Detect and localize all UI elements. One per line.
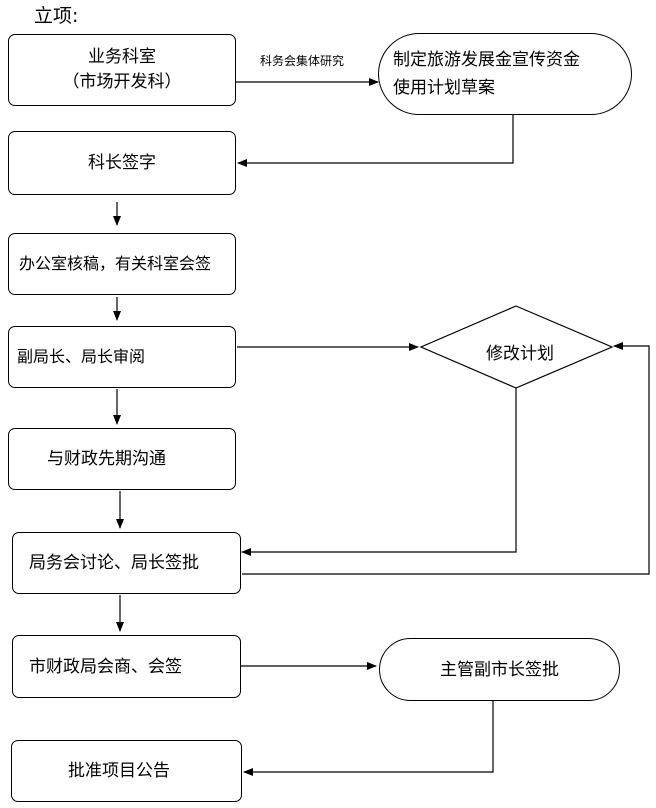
node-draft-plan: 制定旅游发展金宣传资金 使用计划草案 [378,33,632,115]
node-finance-prior: 与财政先期沟通 [8,428,236,490]
node-finance-prior-label: 与财政先期沟通 [47,449,166,469]
revise-plan-diamond [419,305,614,389]
arrow-meeting-to-revise [242,342,650,575]
node-business-dept: 业务科室 （市场开发科） [8,34,236,106]
edge-label-collective-study: 科务会集体研究 [260,54,345,68]
node-office-review-label: 办公室核稿，有关科室会签 [19,254,212,273]
node-director-review: 副局长、局长审阅 [8,326,236,388]
arrow-revise-to-meeting [241,388,517,556]
node-city-finance-label: 市财政局会商、会签 [29,656,182,677]
page-title: 立项: [34,5,79,27]
node-revise-plan-label: 修改计划 [486,344,554,364]
node-vice-mayor-label: 主管副市长签批 [440,659,559,680]
node-business-dept-line2: （市场开发科） [62,72,182,92]
node-announce-label: 批准项目公告 [68,761,170,781]
node-vice-mayor: 主管副市长签批 [379,638,620,701]
node-bureau-meeting: 局务会讨论、局长签批 [12,532,241,594]
node-section-chief: 科长签字 [8,131,236,195]
node-draft-plan-line1: 制定旅游发展金宣传资金 [393,50,580,70]
node-draft-plan-line2: 使用计划草案 [393,78,495,98]
node-bureau-meeting-label: 局务会讨论、局长签批 [29,553,199,573]
arrow-draft-to-chief [237,115,514,167]
arrow-mayor-to-announce [243,701,494,776]
node-director-review-label: 副局长、局长审阅 [17,347,146,366]
node-office-review: 办公室核稿，有关科室会签 [8,233,236,295]
node-city-finance: 市财政局会商、会签 [12,635,241,698]
node-business-dept-line1: 业务科室 [88,47,156,67]
node-announce: 批准项目公告 [11,740,242,802]
node-section-chief-label: 科长签字 [88,153,156,173]
